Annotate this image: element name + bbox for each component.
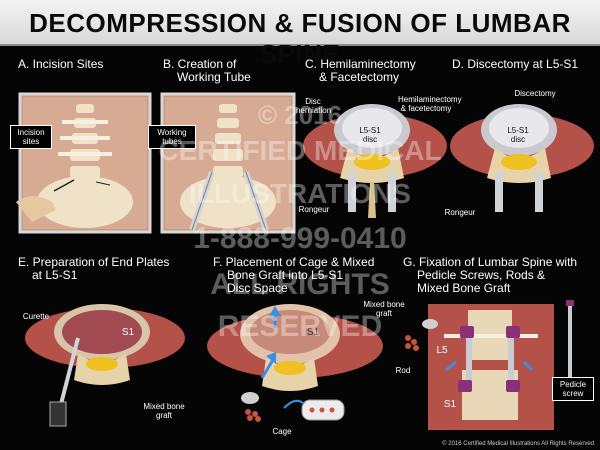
curette-label: Curette bbox=[22, 312, 50, 321]
g-mixed-bone-graft-label: Mixed bone graft bbox=[363, 300, 405, 318]
panel-a-label: A. Incision Sites bbox=[18, 57, 104, 71]
watermark-line-2: CERTIFIED MEDICAL bbox=[158, 135, 442, 166]
incision-sites-label: Incision sites bbox=[10, 125, 52, 149]
panel-e-illustration bbox=[25, 304, 185, 427]
hemilaminectomy-label: Hemilaminectomy & facetectomy bbox=[398, 95, 462, 113]
disc-herniation-label: Disc herniation bbox=[296, 97, 332, 115]
d-rongeur-label: Rongeur bbox=[444, 208, 476, 217]
watermark-line-5: ALL RIGHTS bbox=[210, 268, 390, 301]
watermark-line-6: RESERVED bbox=[217, 310, 383, 343]
d-l5s1-disc-label: L5-S1 disc bbox=[507, 126, 529, 144]
copyright-notice: © 2016 Certified Medical Illustrations A… bbox=[442, 441, 594, 447]
title-bar: DECOMPRESSION & FUSION OF LUMBAR SPINE bbox=[0, 0, 600, 69]
f-mixed-bone-graft-label: Mixed bone graft bbox=[143, 402, 185, 420]
panel-a-illustration bbox=[16, 92, 152, 234]
c-rongeur-label: Rongeur bbox=[298, 205, 330, 214]
panel-f-illustration bbox=[207, 304, 383, 422]
panel-d-illustration bbox=[450, 104, 594, 212]
pedicle-screw-label: Pedicle screw bbox=[552, 377, 594, 401]
panel-c-label: C. Hemilaminectomy& Facetectomy bbox=[305, 57, 416, 84]
discectomy-label: Discectomy bbox=[514, 89, 556, 98]
rod-label: Rod bbox=[395, 366, 411, 375]
watermark-line-4: 1-888-999-0410 bbox=[193, 222, 407, 255]
cage-label: Cage bbox=[272, 427, 292, 436]
f-s1-label: S1 bbox=[306, 327, 320, 338]
page-title: DECOMPRESSION & FUSION OF LUMBAR SPINE bbox=[29, 8, 571, 69]
g-s1-label: S1 bbox=[443, 399, 457, 410]
panel-c-illustration bbox=[303, 104, 447, 218]
panel-b-illustration bbox=[160, 92, 296, 234]
watermark-line-3: ILLUSTRATIONS bbox=[189, 178, 411, 209]
l5-label: L5 bbox=[436, 345, 448, 356]
watermark-line-1: © 2016 bbox=[257, 100, 343, 130]
panel-d-label: D. Discectomy at L5-S1 bbox=[452, 57, 579, 71]
panel-g-illustration bbox=[405, 300, 574, 430]
c-l5s1-disc-label: L5-S1 disc bbox=[359, 126, 381, 144]
e-s1-label: S1 bbox=[121, 327, 135, 338]
working-tubes-label: Working tubes bbox=[148, 125, 196, 149]
